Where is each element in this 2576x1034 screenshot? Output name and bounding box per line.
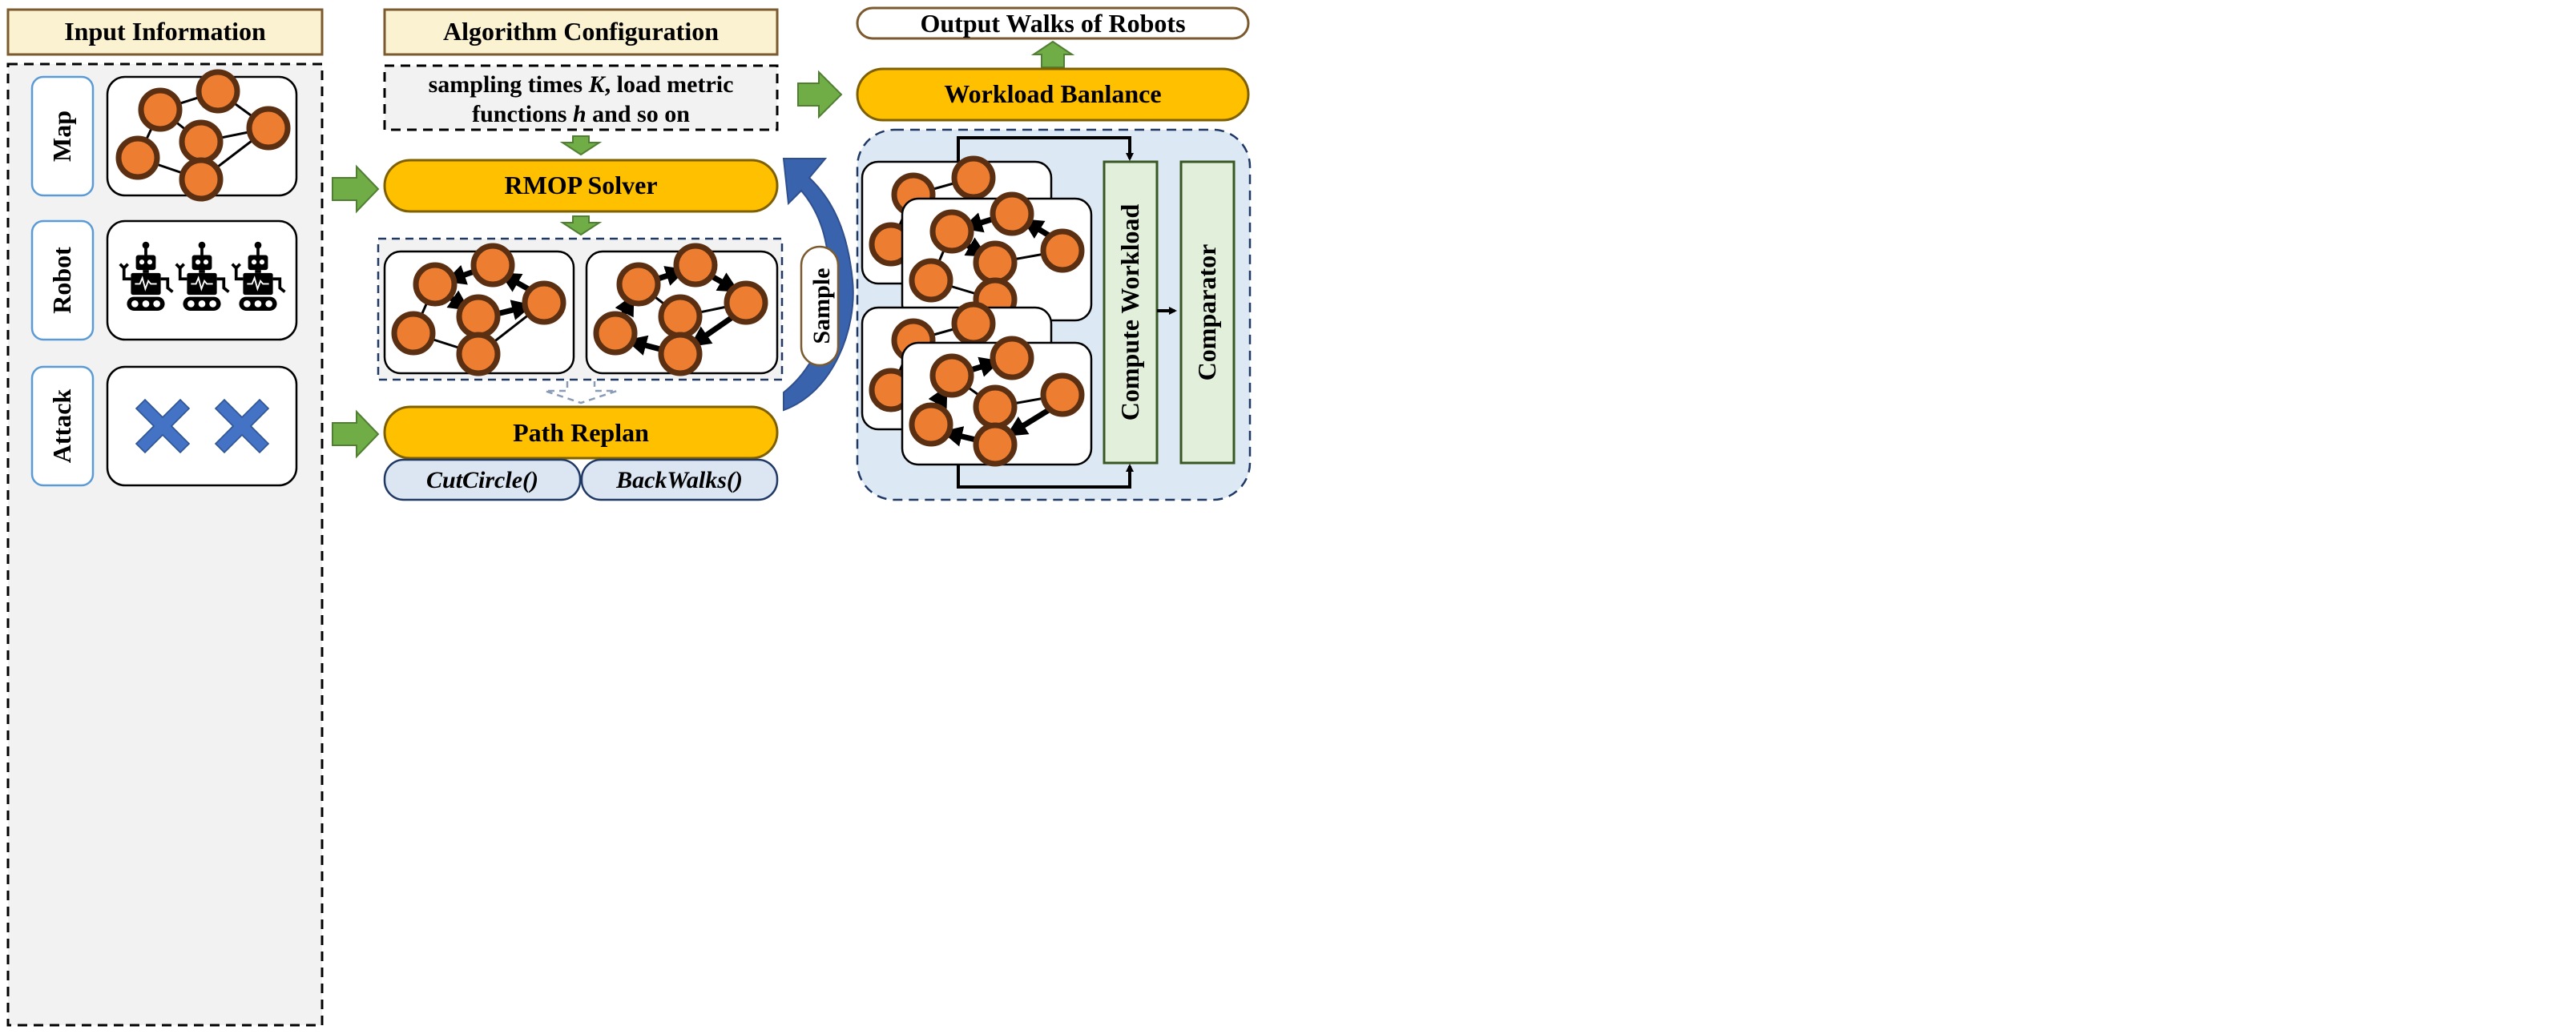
attack-card — [106, 365, 298, 487]
input-to-solver-arrow — [332, 164, 380, 214]
front1-node — [1043, 231, 1082, 270]
path-replan — [383, 405, 779, 460]
workload-balance-label: Workload Banlance — [944, 79, 1161, 108]
config-panel — [383, 64, 779, 131]
sample-label: Sample — [808, 268, 835, 344]
solver-to-results-arrow — [559, 215, 603, 236]
walk1-node — [459, 335, 498, 373]
output-header-box — [856, 6, 1250, 40]
input-header: Input Information — [64, 17, 266, 46]
compute-workload-box — [1103, 160, 1159, 465]
front1-node — [912, 261, 950, 300]
map-node — [182, 123, 220, 161]
back1-node — [954, 159, 993, 197]
config-var-h: h — [573, 101, 587, 127]
front2-node — [993, 339, 1031, 377]
map-node — [119, 139, 157, 177]
config-var-k: K — [588, 71, 607, 98]
front2-node — [976, 388, 1014, 426]
walk1-node — [394, 314, 433, 352]
map-node — [141, 91, 179, 129]
front2-node — [933, 356, 971, 395]
output-header: Output Walks of Robots — [920, 9, 1185, 38]
config-line1-post: , load metric — [605, 71, 734, 98]
backwalks-label: BackWalks() — [615, 467, 743, 493]
config-to-balance-arrow — [797, 70, 843, 119]
walk1-node — [525, 284, 563, 322]
robot-label: Robot — [47, 247, 76, 314]
config-text-line-2: functions h and so on — [472, 101, 690, 127]
walk1-node — [459, 297, 498, 336]
front2-node — [912, 405, 950, 444]
workload-balance — [856, 67, 1250, 122]
walk2-node — [661, 335, 699, 373]
config-to-solver-arrow — [559, 135, 603, 156]
config-header-box — [383, 8, 779, 56]
walk2-node — [727, 284, 765, 322]
input-panel — [6, 62, 324, 1027]
input-to-replan-arrow — [332, 409, 380, 459]
rmop-solver — [383, 159, 779, 213]
front2-node — [1043, 376, 1082, 414]
attack-label-box — [30, 365, 95, 487]
walk2-node — [596, 314, 635, 352]
map-node — [249, 109, 288, 147]
front1-node — [993, 195, 1031, 233]
rmop-solver-label: RMOP Solver — [504, 171, 657, 199]
map-node — [199, 72, 237, 111]
config-line2-pre: functions — [472, 101, 573, 127]
front1-node — [976, 243, 1014, 282]
walk2-node — [661, 297, 699, 336]
results-to-replan-arrow — [544, 381, 618, 404]
front2-node — [976, 425, 1014, 464]
config-text-line-1: sampling times K, load metric — [429, 71, 734, 98]
compute-workload-label: Compute Workload — [1115, 204, 1144, 421]
input-header-box — [6, 8, 324, 56]
feedback-line-bottom — [957, 463, 1134, 489]
walk2-node — [619, 265, 658, 304]
sample-badge — [800, 245, 840, 367]
robot-label-box — [30, 219, 95, 341]
walk1-node — [416, 265, 454, 304]
comparator-label: Comparator — [1192, 244, 1221, 381]
map-label-box — [30, 75, 95, 197]
config-line1-pre: sampling times — [429, 71, 589, 98]
map-label: Map — [47, 111, 76, 162]
front1-node — [933, 212, 971, 251]
back2-node — [954, 304, 993, 343]
walk2-node — [676, 246, 715, 284]
cutcircle-label: CutCircle() — [426, 467, 538, 493]
feedback-line-top — [957, 136, 1134, 163]
config-header: Algorithm Configuration — [443, 17, 719, 46]
path-replan-label: Path Replan — [513, 418, 649, 447]
attack-label: Attack — [47, 389, 76, 464]
map-node — [182, 160, 220, 199]
backwalks-func — [580, 458, 779, 501]
comparator-box — [1179, 160, 1236, 465]
cutcircle-func — [383, 458, 582, 501]
walk1-node — [474, 246, 512, 284]
balance-to-output-arrow — [1030, 40, 1075, 68]
config-line2-post: and so on — [587, 101, 691, 127]
